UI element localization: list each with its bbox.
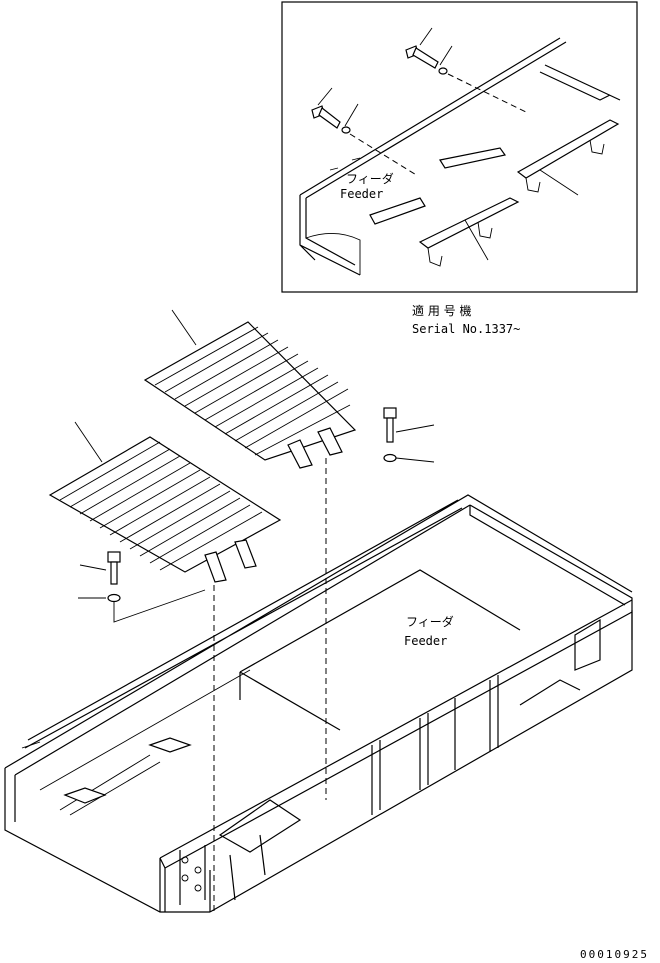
inset-bolt-2 <box>311 105 351 134</box>
feeder-frame <box>4 494 633 913</box>
inset-bracket-left <box>418 197 520 267</box>
grate-plate-lower <box>48 421 282 583</box>
serial-number: Serial No.1337~ <box>412 322 520 336</box>
feeder-label-jp: フィーダ <box>406 614 454 629</box>
grate-plate-upper <box>143 309 357 469</box>
serial-heading: 適 用 号 機 <box>412 303 471 318</box>
inset-frame <box>281 1 638 293</box>
bolt-upper <box>383 407 435 463</box>
inset-detail: フィーダ Feeder <box>281 1 638 293</box>
bolt-lower <box>78 551 206 623</box>
inset-feeder-en: Feeder <box>340 187 383 201</box>
feeder-label-en: Feeder <box>404 634 447 648</box>
drawing-number: 00010925 <box>580 948 649 961</box>
inset-bracket-right <box>516 119 620 193</box>
inset-bolt-1 <box>405 45 448 75</box>
inset-feeder-jp: フィーダ <box>346 171 394 186</box>
